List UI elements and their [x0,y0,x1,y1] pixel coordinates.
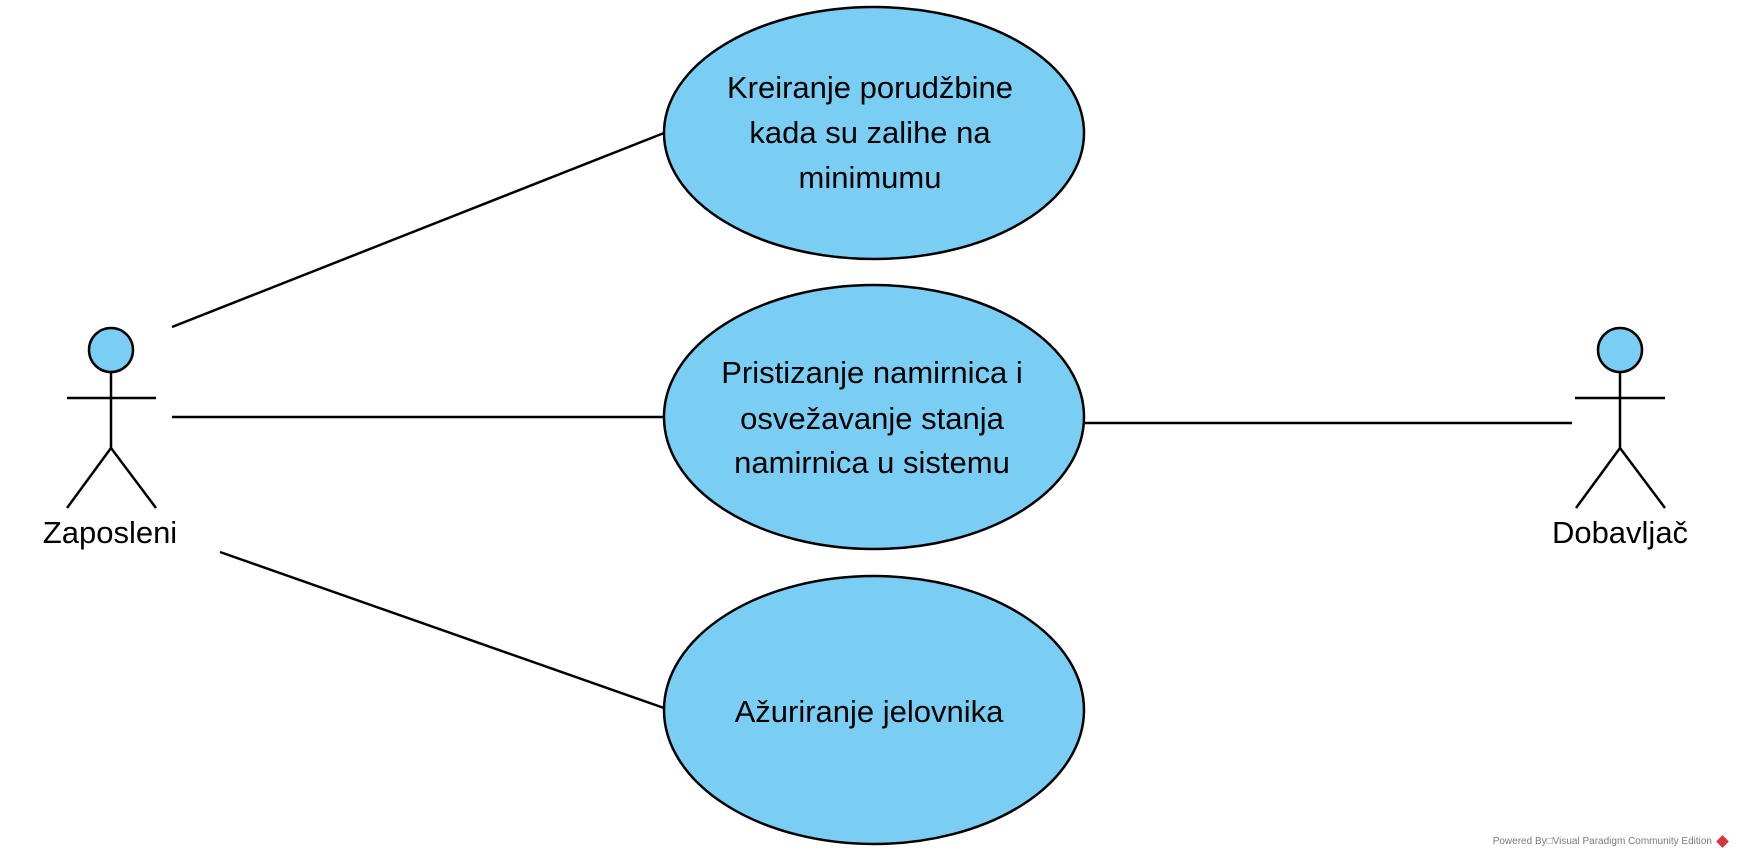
use-case-label-line: Ažuriranje jelovnika [735,694,1005,729]
use-case-label-line: Kreiranje porudžbine [727,70,1013,105]
actor-head [87,326,135,374]
actor-right-leg [1619,447,1666,509]
actor-right-leg [110,447,157,509]
watermark: Powered By□Visual Paradigm Community Edi… [1492,835,1729,848]
actor-head [1596,326,1644,374]
actor-dobavljac[interactable]: Dobavljač [1552,326,1688,550]
use-case-label-line: kada su zalihe na [749,115,991,150]
use-case-ellipse [662,283,1086,551]
actor-label: Dobavljač [1552,515,1688,550]
association-zaposleni-uc3 [219,550,665,710]
use-case-label-line: namirnica u sistemu [734,445,1010,480]
use-case-ellipse [662,5,1086,261]
use-case-label-line: osvežavanje stanja [740,401,1004,436]
use-case-uc2[interactable]: Pristizanje namirnica i osvežavanje stan… [662,283,1086,551]
actor-zaposleni[interactable]: Zaposleni [43,326,177,550]
use-case-uc1[interactable]: Kreiranje porudžbine kada su zalihe na m… [662,5,1086,261]
visual-paradigm-logo-icon [1716,835,1729,848]
use-case-uc3[interactable]: Ažuriranje jelovnika [662,574,1086,846]
watermark-text: Powered By□Visual Paradigm Community Edi… [1492,836,1712,847]
actor-label: Zaposleni [43,515,177,550]
actor-left-leg [65,447,113,509]
use-case-label-line: minimumu [799,160,942,195]
use-case-ellipse [662,574,1086,846]
use-case-label-line: Pristizanje namirnica i [721,355,1023,390]
actor-left-leg [1574,447,1622,509]
association-zaposleni-uc1 [171,131,665,329]
